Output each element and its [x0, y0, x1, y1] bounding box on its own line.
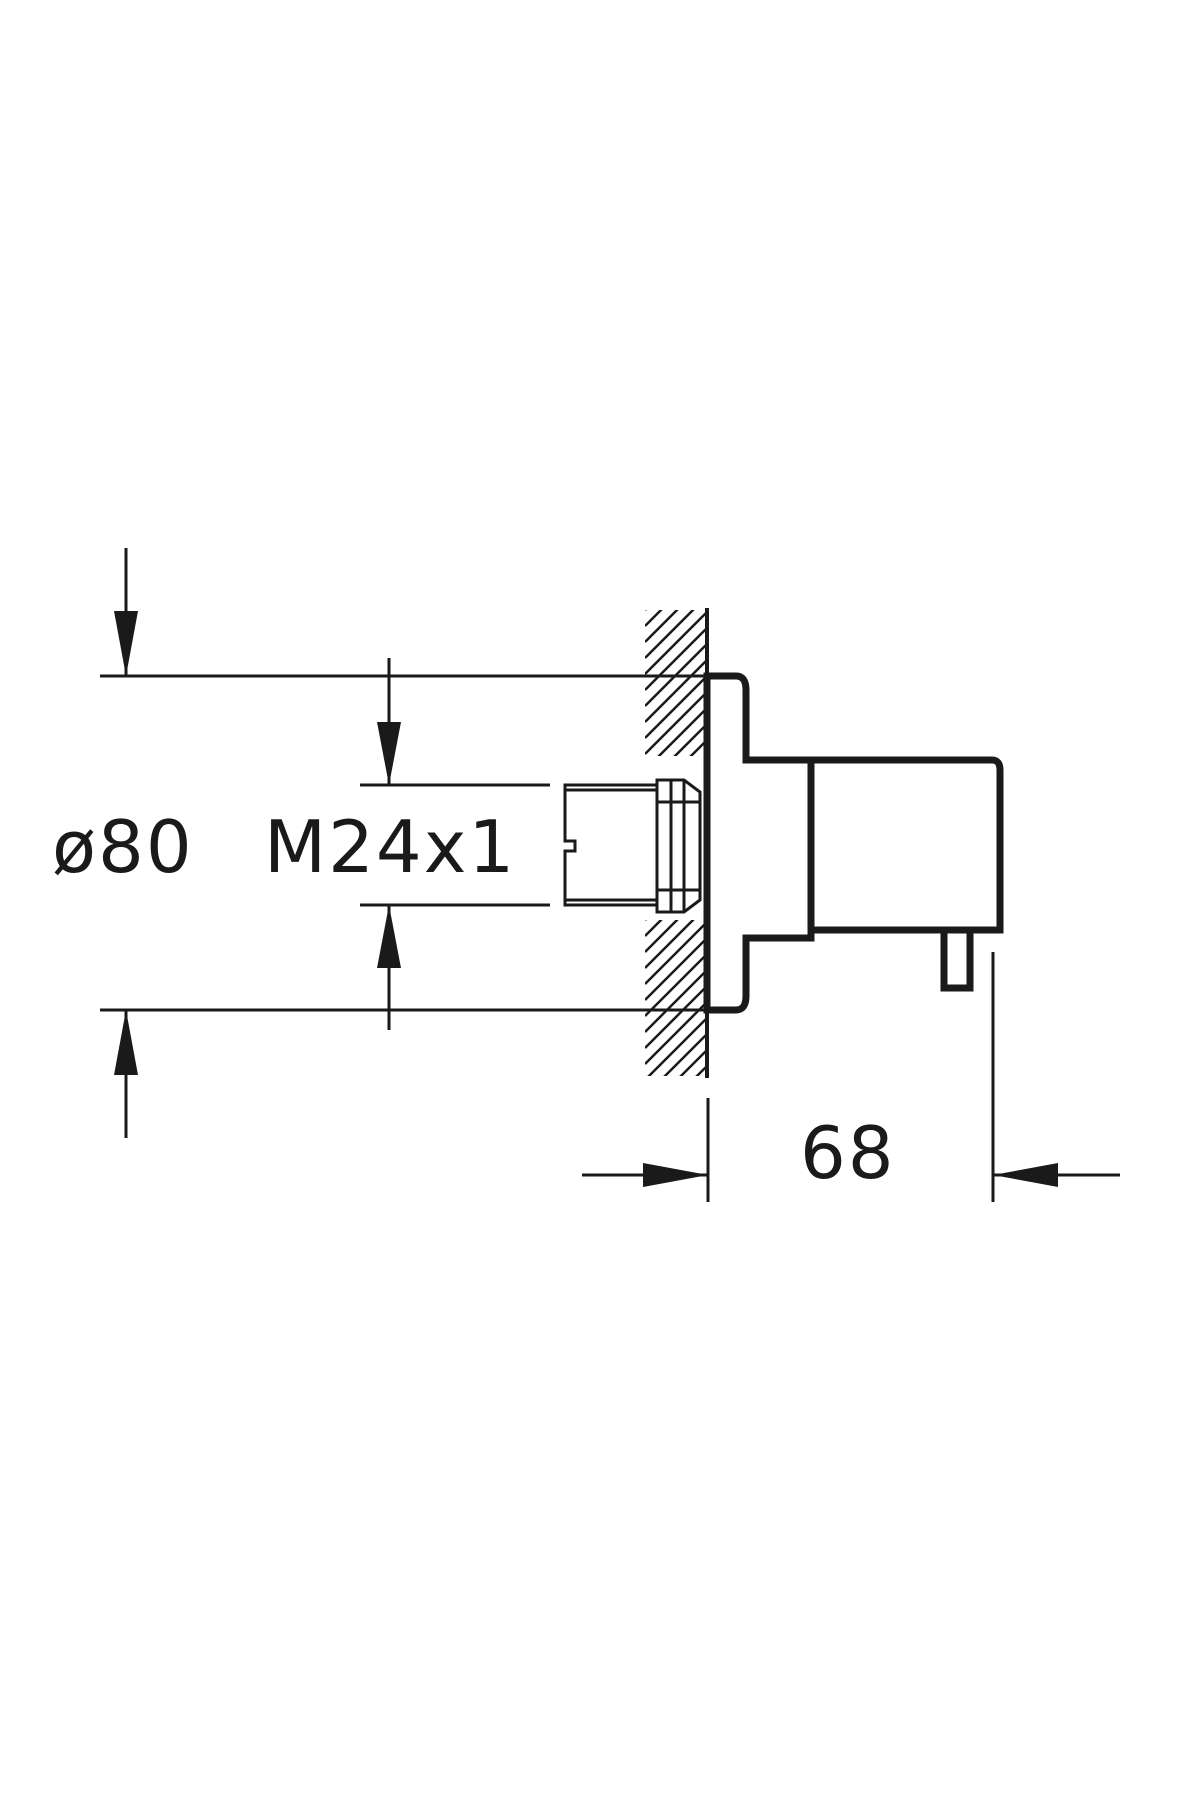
hatch-line	[645, 626, 707, 691]
hatch-line	[645, 984, 707, 1049]
hatch-line	[679, 1048, 707, 1076]
thread-label: M24x1	[264, 805, 516, 889]
hatch-line	[645, 920, 663, 937]
outer-diameter-label: ø80	[52, 805, 194, 889]
hatch-line	[689, 738, 707, 756]
hatch-line	[695, 1064, 707, 1076]
hatch-line	[645, 690, 707, 755]
dimension-outer-diameter	[100, 548, 707, 1138]
hatch-line	[645, 642, 707, 707]
dimension-thread	[360, 658, 550, 1030]
hatch-line	[645, 610, 647, 611]
hatch-line	[645, 1080, 709, 1144]
hatch-line	[645, 936, 707, 1001]
hatch-line	[645, 1096, 709, 1160]
hatch-line	[645, 920, 695, 969]
hatch-line	[645, 530, 709, 594]
hatch-line	[647, 1016, 707, 1076]
hatch-line	[645, 610, 695, 659]
hatch-line	[645, 610, 663, 627]
hatch-line	[657, 706, 707, 756]
hatch-line	[645, 920, 679, 953]
dimension-depth	[582, 952, 1120, 1202]
hatch-line	[645, 610, 679, 643]
wall-hatch-top	[645, 530, 709, 756]
valve-body	[811, 756, 1004, 934]
hatch-line	[673, 722, 707, 756]
depth-label: 68	[800, 1111, 896, 1195]
threaded-stem	[563, 778, 702, 914]
hatch-line	[645, 674, 707, 739]
rosette-flange	[703, 672, 815, 1014]
hatch-line	[645, 610, 707, 675]
hatch-line	[645, 658, 707, 723]
hatch-line	[645, 952, 707, 1017]
hatch-line	[663, 1032, 707, 1076]
hatch-line	[645, 920, 707, 985]
outlet-nozzle	[940, 930, 974, 992]
hatch-line	[645, 968, 707, 1033]
